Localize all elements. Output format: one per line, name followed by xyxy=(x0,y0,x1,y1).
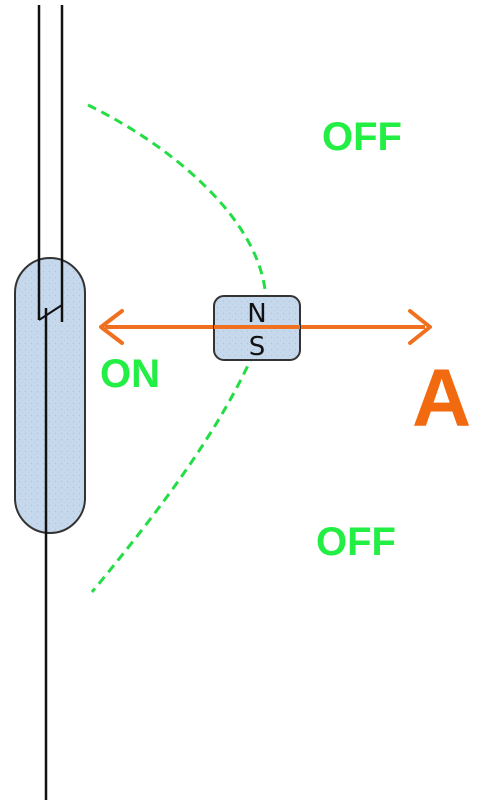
magnet: N S xyxy=(213,295,301,362)
magnet-north-pole: N xyxy=(247,299,266,329)
off-zone-label-bottom: OFF xyxy=(316,520,396,564)
off-zone-label-top: OFF xyxy=(322,115,402,159)
upper-reed-tip xyxy=(38,304,63,321)
axis-label-a: A xyxy=(412,353,471,444)
magnetic-field-boundary xyxy=(87,103,268,593)
arrow-head-left xyxy=(99,309,124,345)
arrow-head-right xyxy=(408,309,432,345)
reed-switch-glass-tube xyxy=(14,257,86,534)
on-zone-label: ON xyxy=(100,352,160,396)
magnet-south-pole: S xyxy=(249,332,266,362)
